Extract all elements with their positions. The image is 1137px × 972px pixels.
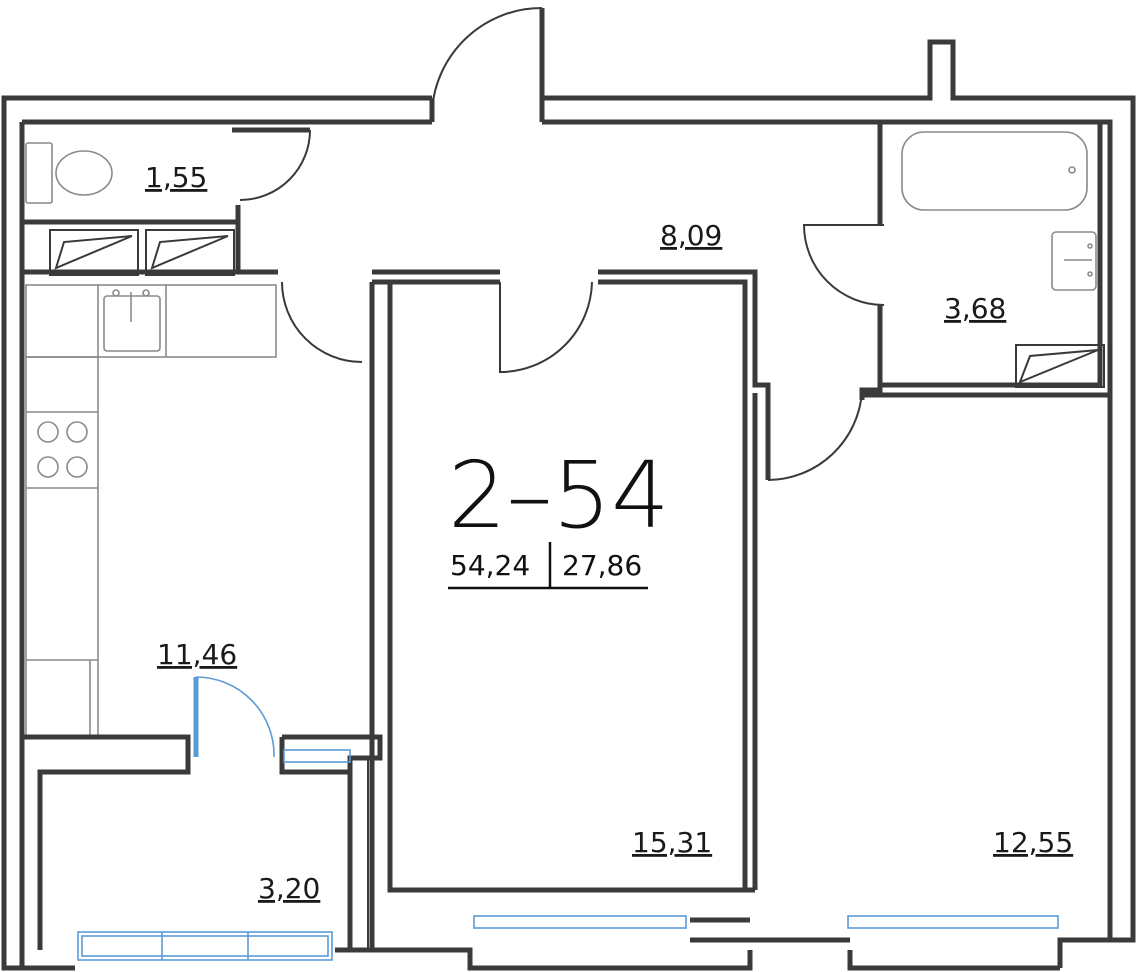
area-room-center: 15,31 <box>632 826 712 859</box>
living-area: 27,86 <box>562 549 642 582</box>
outer-walls <box>1 39 1136 971</box>
total-area: 54,24 <box>450 549 530 582</box>
area-bathroom: 3,68 <box>944 292 1006 325</box>
room-right <box>765 391 865 481</box>
area-room-right: 12,55 <box>993 826 1073 859</box>
bathroom <box>802 122 1110 398</box>
unit-code: 2–54 <box>448 442 670 549</box>
area-balcony: 3,20 <box>258 872 320 905</box>
room-center <box>367 269 771 950</box>
toilet-room <box>22 127 311 276</box>
entrance-door <box>429 6 545 122</box>
area-hall: 8,09 <box>660 219 722 252</box>
balcony-windows <box>77 676 1059 961</box>
kitchen <box>22 281 383 950</box>
area-kitchen: 11,46 <box>157 638 237 671</box>
area-toilet: 1,55 <box>145 161 207 194</box>
